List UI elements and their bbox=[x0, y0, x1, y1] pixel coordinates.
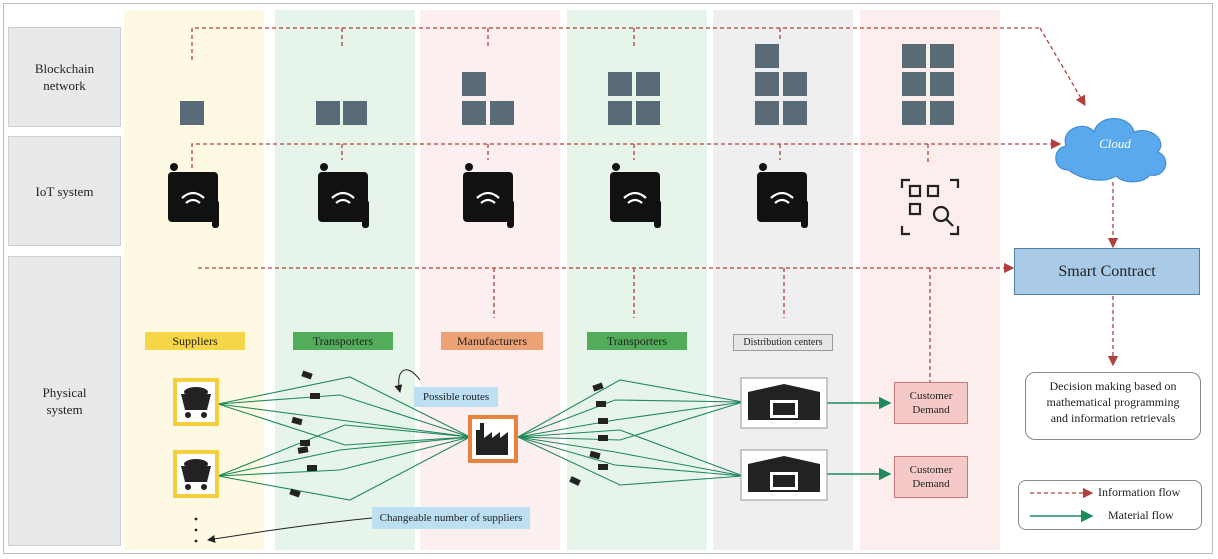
iot-devices bbox=[168, 163, 808, 228]
warehouse-icon bbox=[740, 377, 828, 429]
iot-device-icon bbox=[168, 163, 219, 228]
truck-icon bbox=[310, 393, 320, 399]
row-label-blockchain-text: Blockchain network bbox=[34, 61, 95, 93]
block-icon bbox=[902, 101, 926, 125]
stage-tag-transporters-1: Transporters bbox=[293, 332, 393, 350]
truck-icon bbox=[291, 416, 303, 426]
block-icon bbox=[930, 44, 954, 68]
block-icon bbox=[755, 44, 779, 68]
block-icon bbox=[783, 101, 807, 125]
transporters-column-1 bbox=[275, 10, 415, 550]
iot-device-icon bbox=[318, 163, 369, 228]
decision-box: Decision making based on mathematical pr… bbox=[1025, 372, 1201, 440]
row-label-iot-text: IoT system bbox=[35, 183, 94, 199]
wifi-icons bbox=[181, 191, 794, 204]
stage-tag-distribution: Distribution centers bbox=[733, 334, 833, 351]
block-icon bbox=[462, 72, 486, 96]
block-icon bbox=[755, 101, 779, 125]
truck-icon bbox=[592, 382, 604, 392]
block-icon bbox=[343, 101, 367, 125]
row-label-physical-text: Physical system bbox=[42, 385, 87, 417]
iot-device-icon bbox=[463, 163, 514, 228]
factory-icon bbox=[468, 415, 518, 463]
smart-contract-box: Smart Contract bbox=[1014, 248, 1200, 295]
row-label-iot: IoT system bbox=[8, 136, 121, 246]
block-icon bbox=[316, 101, 340, 125]
block-icon bbox=[636, 101, 660, 125]
block-icon bbox=[930, 101, 954, 125]
customer-demand-box-2: Customer Demand bbox=[894, 456, 968, 498]
block-icon bbox=[783, 72, 807, 96]
block-icon bbox=[636, 72, 660, 96]
truck-icon bbox=[598, 418, 608, 424]
block-icon bbox=[902, 44, 926, 68]
possible-routes-label: Possible routes bbox=[414, 387, 498, 407]
truck-icons bbox=[289, 370, 608, 498]
stage-tag-suppliers: Suppliers bbox=[145, 332, 245, 350]
block-icon bbox=[902, 72, 926, 96]
block-icon bbox=[180, 101, 204, 125]
customer-demand-box-1: Customer Demand bbox=[894, 382, 968, 424]
block-icon bbox=[462, 101, 486, 125]
transporters-column-2 bbox=[567, 10, 707, 550]
truck-icon bbox=[289, 488, 301, 498]
blockchain-blocks bbox=[180, 44, 954, 125]
changeable-suppliers-label: Changeable number of suppliers bbox=[372, 507, 530, 529]
more-suppliers-dots bbox=[194, 517, 198, 543]
truck-icon bbox=[598, 464, 608, 470]
material-flow-lines bbox=[217, 376, 892, 501]
block-icon bbox=[608, 72, 632, 96]
qr-scanner-icon bbox=[900, 178, 960, 236]
truck-icon bbox=[569, 476, 581, 486]
row-label-blockchain: Blockchain network bbox=[8, 27, 121, 127]
block-icon bbox=[755, 72, 779, 96]
truck-icon bbox=[598, 435, 608, 441]
supplier-cart-icon bbox=[173, 378, 219, 426]
block-icon bbox=[608, 101, 632, 125]
stage-tag-transporters-2: Transporters bbox=[587, 332, 687, 350]
iot-device-icon bbox=[610, 163, 661, 228]
legend-information-label: Information flow bbox=[1098, 485, 1181, 499]
possible-routes-pointer bbox=[394, 369, 421, 393]
truck-icon bbox=[596, 401, 606, 407]
information-flow-lines bbox=[191, 27, 1119, 382]
block-icon bbox=[930, 72, 954, 96]
supplier-cart-icon bbox=[173, 450, 219, 498]
legend-box bbox=[1018, 480, 1202, 530]
truck-icon bbox=[297, 446, 309, 454]
warehouse-icon bbox=[740, 449, 828, 501]
legend-material-label: Material flow bbox=[1108, 508, 1174, 522]
truck-icon bbox=[589, 450, 601, 460]
truck-icon bbox=[300, 440, 310, 446]
cloud-icon bbox=[1055, 118, 1167, 183]
diagram-frame bbox=[3, 3, 1213, 554]
changeable-suppliers-pointer bbox=[207, 517, 373, 543]
row-label-physical: Physical system bbox=[8, 256, 121, 546]
truck-icon bbox=[301, 370, 313, 380]
cloud-label: Cloud bbox=[1099, 136, 1131, 151]
truck-icon bbox=[307, 465, 317, 471]
stage-tag-manufacturers: Manufacturers bbox=[441, 332, 543, 350]
iot-device-icon bbox=[757, 163, 808, 228]
block-icon bbox=[490, 101, 514, 125]
